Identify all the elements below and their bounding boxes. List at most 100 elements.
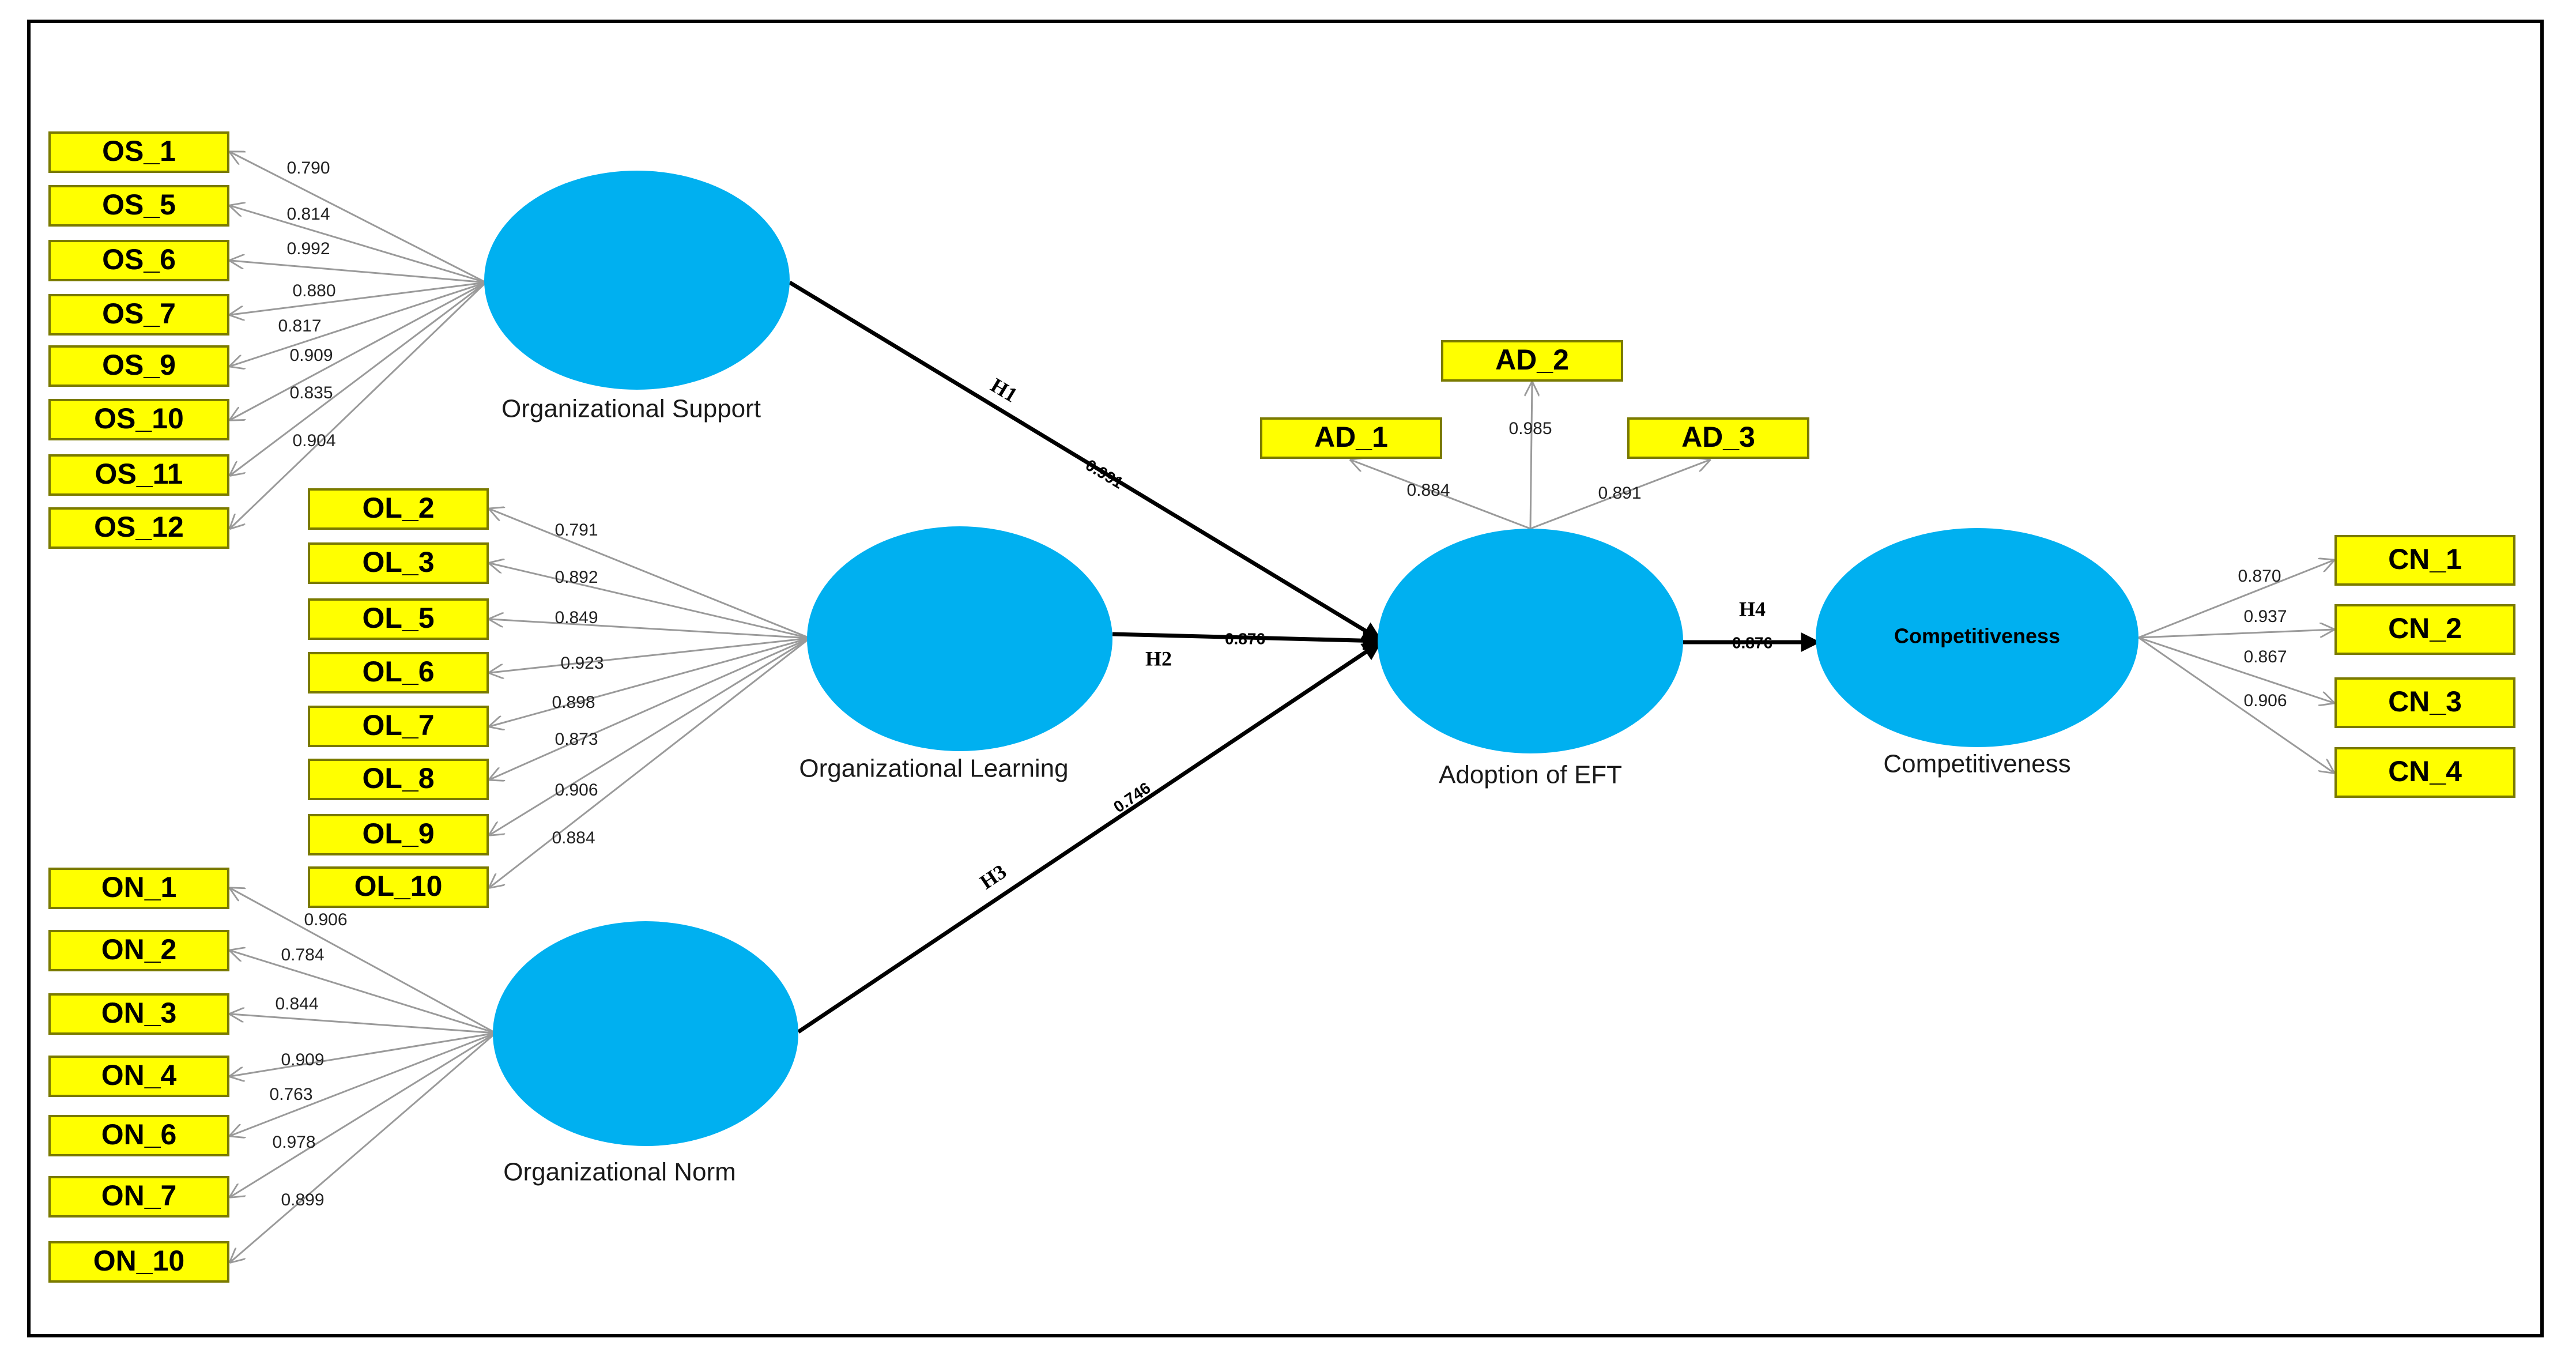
structural-path-arrow xyxy=(1112,631,1383,651)
loading-arrow xyxy=(2138,636,2333,703)
indicator-label: OL_10 xyxy=(354,870,443,902)
loading-value: 0.791 xyxy=(555,521,598,540)
indicator-label: ON_4 xyxy=(101,1059,177,1091)
hypothesis-label: H4 xyxy=(1739,597,1766,620)
loading-arrow xyxy=(1530,383,1532,529)
indicator-box xyxy=(48,185,229,227)
indicator-box xyxy=(308,814,489,855)
indicator-box xyxy=(48,131,229,173)
loading-arrow xyxy=(231,951,496,1034)
indicator-box xyxy=(308,759,489,800)
loading-arrow xyxy=(1530,460,1709,530)
indicator-box xyxy=(48,345,229,387)
indicator-label: ON_3 xyxy=(101,997,177,1029)
indicator-box xyxy=(308,598,489,640)
indicator-label: OS_6 xyxy=(102,243,176,276)
loading-arrow xyxy=(490,619,810,639)
indicator-label: AD_3 xyxy=(1681,421,1755,453)
indicator-box xyxy=(48,1176,229,1218)
loading-value: 0.909 xyxy=(281,1050,324,1069)
loading-arrow xyxy=(2138,560,2333,639)
loading-arrow xyxy=(231,888,496,1034)
text-layer: H10.991H20.876H30.746H40.876Organization… xyxy=(93,135,2462,1277)
loading-arrow xyxy=(231,281,487,528)
loading-value: 0.985 xyxy=(1508,419,1552,438)
construct-label-on: Organizational Norm xyxy=(503,1158,736,1186)
construct-label-cn: Competitiveness xyxy=(1883,750,2070,778)
loading-arrow xyxy=(231,281,486,420)
loading-value: 0.763 xyxy=(269,1085,312,1104)
indicator-box xyxy=(48,1241,229,1283)
loading-arrow xyxy=(490,563,810,639)
indicator-label: OL_2 xyxy=(362,492,434,524)
indicator-label: OS_11 xyxy=(95,458,183,490)
indicator-label: AD_2 xyxy=(1495,344,1569,376)
loading-value: 0.884 xyxy=(1406,481,1450,500)
loading-value: 0.978 xyxy=(272,1133,315,1152)
indicator-box xyxy=(48,868,229,909)
loading-arrow xyxy=(231,281,486,315)
indicator-box xyxy=(1627,417,1809,459)
loading-value: 0.844 xyxy=(275,994,318,1013)
indicator-box xyxy=(2334,604,2515,655)
loading-arrow xyxy=(231,281,486,475)
indicator-box xyxy=(2334,535,2515,586)
loading-value: 0.867 xyxy=(2243,647,2287,666)
indicator-label: ON_10 xyxy=(93,1245,184,1277)
indicator-label: OL_7 xyxy=(362,709,434,741)
loading-arrow xyxy=(490,637,810,887)
loading-arrow xyxy=(231,1014,496,1034)
indicator-box xyxy=(1441,340,1623,382)
shape-layer xyxy=(48,131,2515,1283)
loading-arrow xyxy=(490,637,810,835)
indicator-label: OL_9 xyxy=(362,817,434,850)
indicator-box xyxy=(48,294,229,336)
indicator-box xyxy=(2334,747,2515,798)
indicator-box xyxy=(308,542,489,584)
indicator-label: OS_9 xyxy=(102,349,176,381)
loading-value: 0.937 xyxy=(2243,607,2287,626)
indicator-label: CN_4 xyxy=(2388,755,2462,787)
indicator-label: OS_5 xyxy=(102,189,176,221)
loading-arrow xyxy=(231,1032,496,1262)
loading-arrow xyxy=(231,1032,496,1197)
structural-path-arrow xyxy=(789,281,1382,642)
loading-value: 0.899 xyxy=(281,1190,324,1209)
loading-arrow xyxy=(490,637,810,673)
construct-ellipse-on xyxy=(493,921,798,1146)
loading-value: 0.891 xyxy=(1598,484,1641,503)
hypothesis-label: H2 xyxy=(1145,647,1172,670)
indicator-box xyxy=(48,454,229,496)
indicator-label: OL_8 xyxy=(362,762,434,794)
indicator-box xyxy=(48,1056,229,1097)
indicator-box xyxy=(308,652,489,693)
loading-value: 0.849 xyxy=(555,608,598,627)
loading-arrow xyxy=(231,1032,496,1136)
indicator-label: ON_7 xyxy=(101,1179,177,1212)
loading-value: 0.906 xyxy=(555,781,598,800)
loading-arrow xyxy=(490,637,810,779)
indicator-box xyxy=(48,240,229,281)
indicator-box xyxy=(48,1115,229,1156)
loading-value: 0.898 xyxy=(552,693,595,712)
construct-inner-label-cn: Competitiveness xyxy=(1894,624,2060,648)
loading-value: 0.992 xyxy=(286,239,330,258)
path-coefficient: 0.876 xyxy=(1225,630,1265,647)
construct-label-os: Organizational Support xyxy=(501,395,761,423)
construct-ellipse-cn xyxy=(1816,528,2139,747)
connector-layer xyxy=(231,152,2333,1262)
loading-arrow xyxy=(231,281,486,366)
loading-value: 0.906 xyxy=(304,910,347,929)
loading-value: 0.835 xyxy=(289,383,333,402)
indicator-label: OL_3 xyxy=(362,546,434,578)
indicator-label: CN_1 xyxy=(2388,543,2462,575)
loading-arrow xyxy=(2138,636,2333,772)
loading-value: 0.904 xyxy=(292,431,335,450)
loading-arrow xyxy=(231,206,486,284)
indicator-label: CN_2 xyxy=(2388,612,2462,644)
indicator-box xyxy=(308,706,489,747)
loading-arrow xyxy=(490,509,810,639)
loading-value: 0.880 xyxy=(292,281,335,300)
loading-value: 0.884 xyxy=(552,828,595,847)
